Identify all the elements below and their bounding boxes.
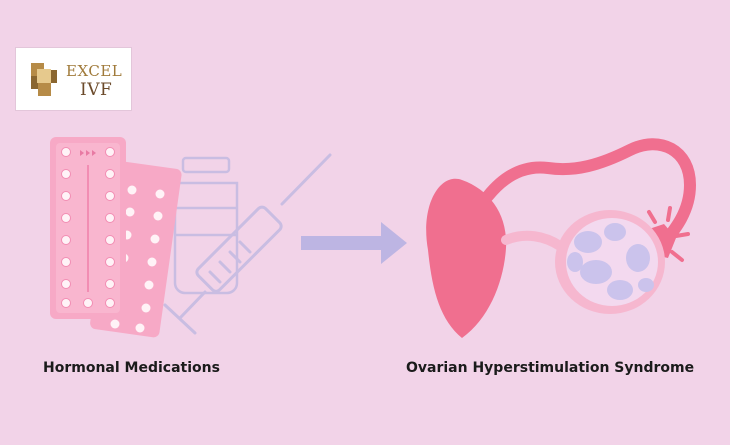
arrow-right-icon [301,222,407,264]
logo-text-ivf: IVF [80,80,113,100]
logo-text-excel: EXCEL [66,62,123,80]
pill-pack-front [50,137,126,319]
excel-ivf-logo: EXCEL IVF [16,48,131,110]
caption-ohss: Ovarian Hyperstimulation Syndrome [406,360,695,376]
caption-hormonal-medications: Hormonal Medications [43,360,220,376]
logo-cross-icon [31,63,57,96]
syringe-icon [163,153,332,335]
vial-icon [173,156,239,295]
ovary-icon [501,210,665,314]
